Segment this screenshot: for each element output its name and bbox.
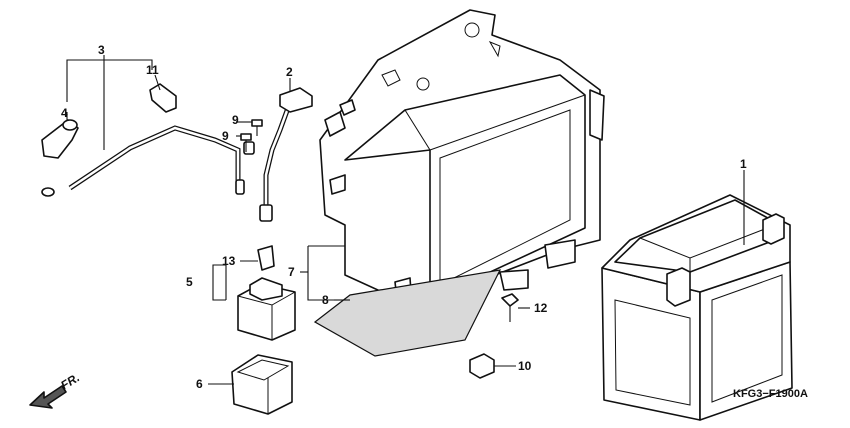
callout-3: 3 <box>98 43 105 57</box>
relay-cover <box>231 354 293 415</box>
callout-12: 12 <box>534 301 548 315</box>
callout-1: 1 <box>740 157 747 171</box>
callout-6: 6 <box>196 377 203 391</box>
callout-9-upper: 9 <box>232 113 239 127</box>
band-clip <box>149 83 177 113</box>
battery <box>601 194 793 421</box>
callout-4: 4 <box>61 106 68 120</box>
diagram-code: KFG3−F1900A <box>733 388 808 400</box>
positive-cable <box>259 87 313 222</box>
battery-box <box>319 9 605 323</box>
bolt-lower <box>240 133 252 152</box>
callout-11: 11 <box>146 63 159 77</box>
callout-7: 7 <box>288 265 295 279</box>
callout-9-lower: 9 <box>222 129 229 143</box>
callout-2: 2 <box>286 65 293 79</box>
callout-10: 10 <box>518 359 532 373</box>
front-direction-arrow <box>29 385 67 409</box>
terminal-cover <box>41 119 79 159</box>
bolt-12 <box>501 293 519 322</box>
nut-10 <box>469 353 495 379</box>
callout-13: 13 <box>222 254 236 268</box>
starter-relay <box>237 277 296 341</box>
bolt-upper <box>251 119 263 136</box>
leader-lines <box>66 55 745 385</box>
callout-8: 8 <box>322 293 329 307</box>
callout-5: 5 <box>186 275 193 289</box>
fuse <box>257 245 275 271</box>
